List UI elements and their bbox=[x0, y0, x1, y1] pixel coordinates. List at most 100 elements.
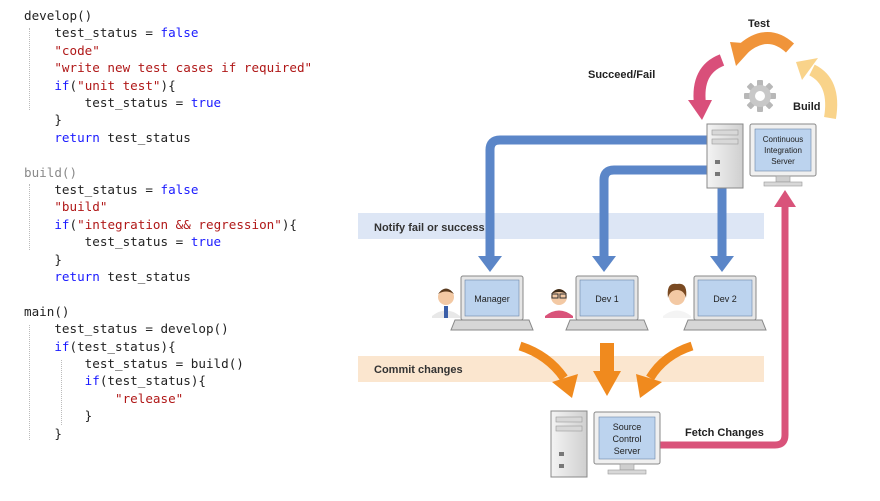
code-line: } bbox=[24, 407, 93, 424]
commit-arrows bbox=[518, 341, 694, 398]
code-token: } bbox=[24, 425, 62, 441]
notify-arrow-dev1 bbox=[599, 165, 712, 258]
code-token: test_status = bbox=[24, 234, 191, 250]
code-line: "build" bbox=[24, 198, 107, 215]
code-token: test_status = bbox=[24, 95, 191, 110]
fetch-label: Fetch Changes bbox=[685, 427, 764, 439]
code-line: return test_status bbox=[24, 268, 191, 285]
code-token: "build" bbox=[54, 199, 108, 215]
code-token: "unit test" bbox=[77, 77, 161, 93]
ci-server-tower bbox=[706, 123, 744, 189]
code-line: test_status = false bbox=[24, 24, 198, 41]
code-token: "integration && regression" bbox=[77, 216, 282, 232]
code-line: build() bbox=[24, 164, 77, 181]
code-line: develop() bbox=[24, 7, 92, 24]
source-server-tower bbox=[550, 410, 588, 478]
build-cycle-arrow bbox=[796, 58, 838, 119]
source-server-line-1: Source bbox=[613, 422, 642, 432]
code-line: "write new test cases if required" bbox=[24, 59, 312, 76]
code-line: } bbox=[24, 425, 62, 442]
code-token: "write new test cases if required" bbox=[54, 60, 313, 76]
succeed-fail-arrow bbox=[688, 54, 725, 120]
code-token: } bbox=[24, 251, 62, 267]
pseudo-code-panel: develop() test_status = false "code" "wr… bbox=[0, 0, 350, 496]
code-token: if bbox=[84, 373, 100, 389]
code-token: return bbox=[54, 129, 100, 145]
code-line: "release" bbox=[24, 390, 183, 407]
code-line: test_status = develop() bbox=[24, 320, 229, 337]
notify-band-label: Notify fail or success bbox=[374, 222, 485, 234]
code-token: false bbox=[160, 182, 199, 197]
code-line: if(test_status){ bbox=[24, 338, 176, 355]
code-token: ){ bbox=[160, 77, 176, 93]
code-token: if bbox=[54, 77, 70, 93]
code-line: } bbox=[24, 111, 62, 128]
fetch-arrow bbox=[660, 190, 796, 449]
dev1-label: Dev 1 bbox=[595, 294, 619, 304]
code-token bbox=[24, 43, 54, 58]
dev1-laptop: Dev 1 bbox=[565, 275, 649, 331]
code-token: "code" bbox=[54, 42, 100, 58]
dev2-laptop: Dev 2 bbox=[683, 275, 767, 331]
code-line: test_status = build() bbox=[24, 355, 244, 372]
code-token: return bbox=[54, 269, 100, 284]
commit-band-label: Commit changes bbox=[374, 364, 463, 376]
code-token: test_status = develop() bbox=[24, 321, 229, 337]
notify-arrows bbox=[478, 135, 734, 272]
code-token: ( bbox=[69, 216, 78, 232]
code-token: test_status bbox=[99, 129, 191, 145]
ci-server-line-2: Integration bbox=[764, 146, 802, 155]
source-server-line-3: Server bbox=[614, 446, 641, 456]
gear-icon bbox=[744, 80, 776, 112]
ci-diagram: Notify fail or success Commit changes Fe… bbox=[350, 0, 880, 496]
code-token bbox=[24, 269, 54, 284]
code-line: test_status = false bbox=[24, 181, 198, 198]
ci-server-monitor: Continuous Integration Server bbox=[749, 123, 817, 187]
code-line: } bbox=[24, 251, 62, 268]
code-token: test_status = bbox=[24, 25, 161, 41]
manager-avatar bbox=[432, 288, 460, 318]
code-line: "code" bbox=[24, 42, 100, 59]
test-cycle-arrow bbox=[730, 32, 795, 66]
code-line: test_status = true bbox=[24, 94, 222, 111]
code-token: build() bbox=[24, 164, 78, 180]
code-line: return test_status bbox=[24, 129, 191, 146]
code-token: (test_status){ bbox=[99, 373, 206, 389]
dev2-label: Dev 2 bbox=[713, 294, 737, 304]
indent-guide bbox=[29, 28, 30, 110]
test-label: Test bbox=[748, 18, 770, 30]
code-token: true bbox=[190, 234, 222, 250]
succeed-fail-label: Succeed/Fail bbox=[588, 69, 655, 81]
indent-guide bbox=[29, 184, 30, 250]
source-server-monitor: Source Control Server bbox=[593, 411, 661, 475]
code-token bbox=[24, 60, 54, 75]
code-token: false bbox=[160, 25, 199, 41]
code-line: main() bbox=[24, 303, 70, 320]
ci-server-line-1: Continuous bbox=[763, 135, 803, 144]
source-server-line-2: Control bbox=[612, 434, 641, 444]
code-token bbox=[24, 217, 54, 232]
code-token: (test_status){ bbox=[69, 338, 176, 354]
code-line: if(test_status){ bbox=[24, 372, 206, 389]
dev2-avatar bbox=[663, 283, 691, 318]
code-token: if bbox=[54, 338, 70, 354]
code-token bbox=[24, 391, 115, 406]
ci-server-line-3: Server bbox=[771, 157, 795, 166]
manager-label: Manager bbox=[474, 294, 510, 304]
code-token bbox=[24, 339, 54, 354]
code-token bbox=[24, 78, 54, 93]
manager-laptop: Manager bbox=[450, 275, 534, 331]
ci-diagram-svg: Notify fail or success Commit changes Fe… bbox=[358, 18, 838, 478]
notify-band bbox=[358, 213, 764, 239]
build-label: Build bbox=[793, 101, 821, 113]
code-token: develop() bbox=[24, 8, 93, 23]
indent-guide bbox=[29, 325, 30, 440]
dev1-avatar bbox=[545, 289, 573, 318]
notify-arrow-manager bbox=[485, 135, 712, 258]
code-token bbox=[24, 373, 85, 388]
code-token: "release" bbox=[115, 390, 184, 406]
code-line: test_status = true bbox=[24, 233, 222, 250]
code-token: test_status = bbox=[24, 182, 161, 197]
code-token: main() bbox=[24, 303, 70, 319]
code-token: ){ bbox=[281, 216, 297, 232]
